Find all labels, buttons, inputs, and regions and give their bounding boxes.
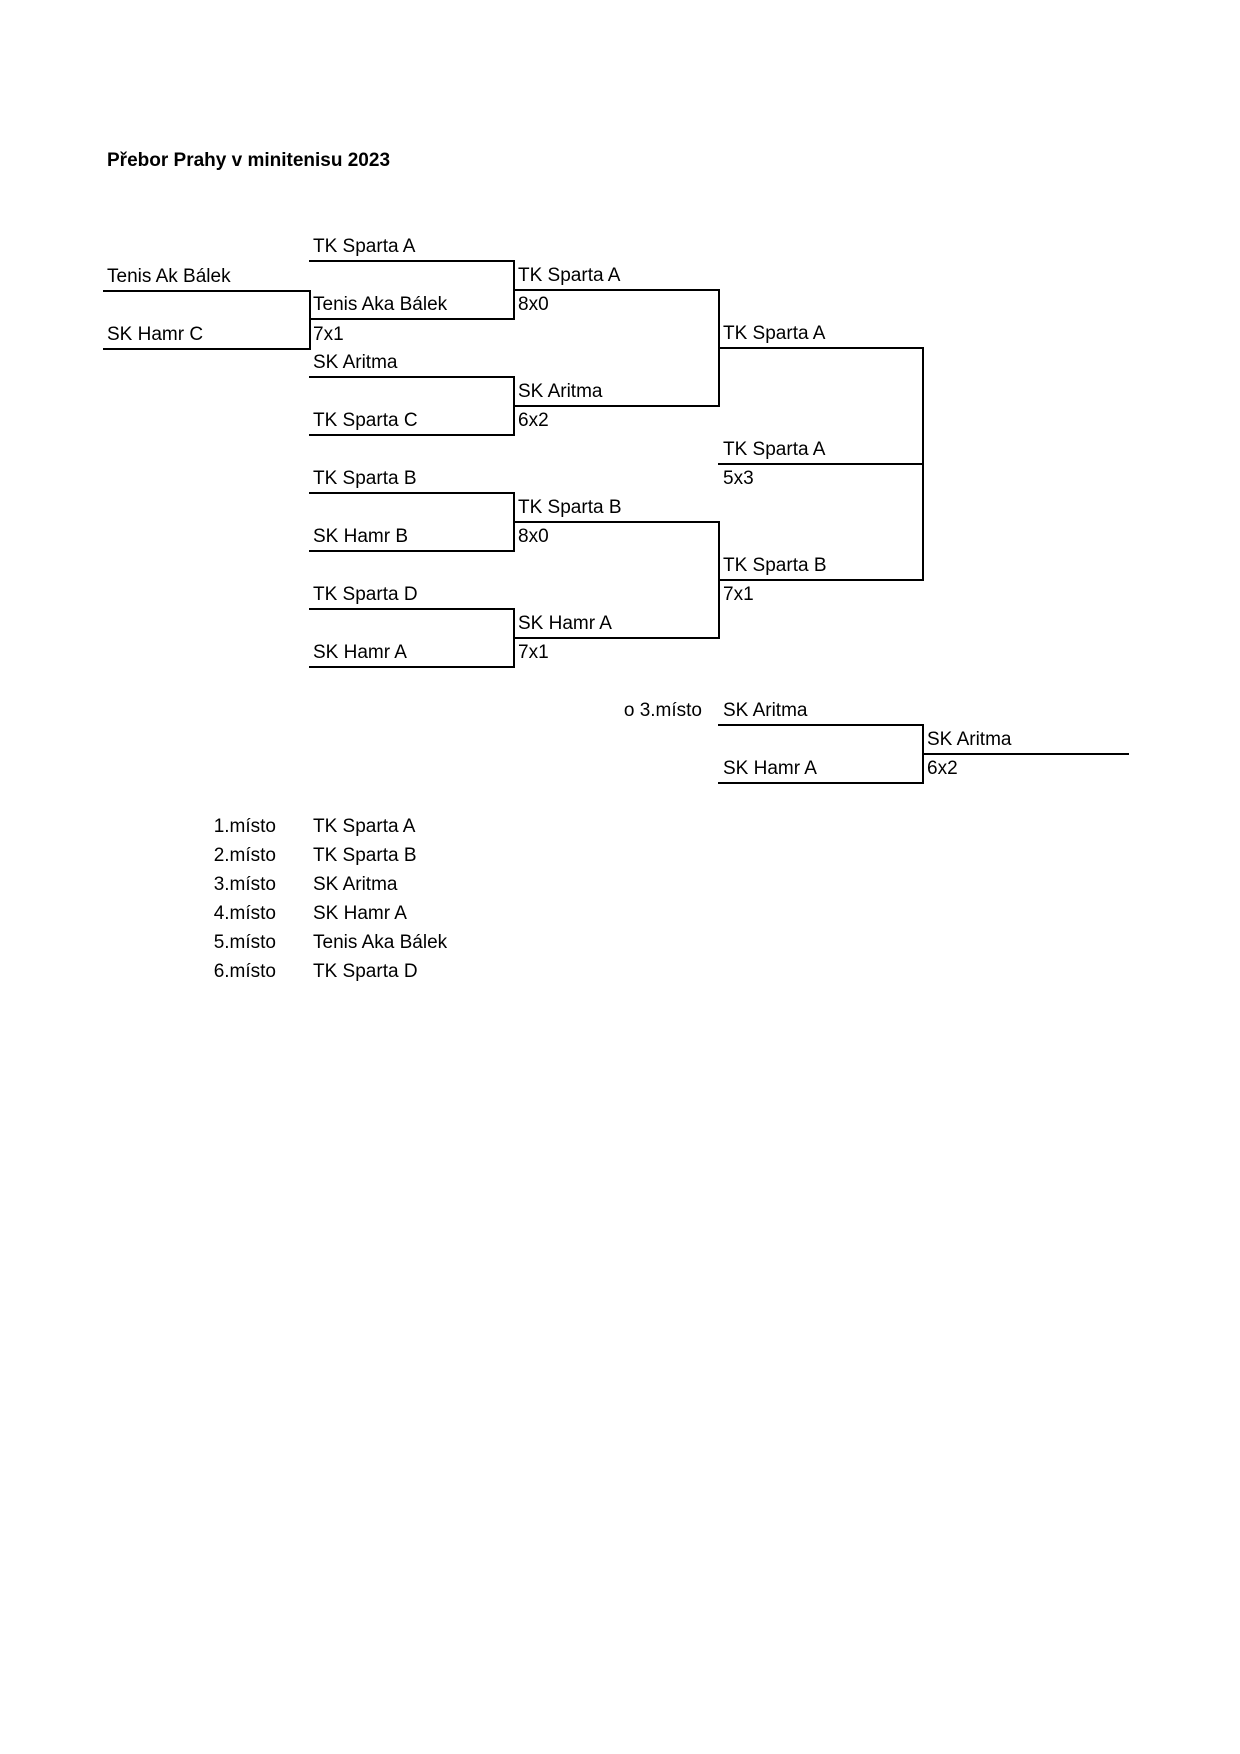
r2-score4: 7x1	[518, 642, 549, 663]
sf-winner2: TK Sparta B	[723, 555, 827, 576]
r2-score2: 6x2	[518, 410, 549, 431]
r2-winner4-line	[513, 637, 720, 639]
r0-team2-line	[103, 348, 311, 350]
r2-winner3: TK Sparta B	[518, 497, 622, 518]
r2-score3: 8x0	[518, 526, 549, 547]
r1-team2: Tenis Aka Bálek	[313, 294, 448, 315]
third-team1: SK Aritma	[723, 700, 808, 721]
r2-winner1: TK Sparta A	[518, 265, 621, 286]
r1-team5-line	[309, 492, 515, 494]
standing-team: Tenis Aka Bálek	[313, 932, 448, 953]
r0-team1: Tenis Ak Bálek	[107, 266, 231, 287]
third-winner-line	[922, 753, 1129, 755]
standing-place: 1.místo	[213, 816, 276, 837]
standing-team: TK Sparta D	[313, 961, 418, 982]
r2-winner3-line	[513, 521, 720, 523]
standing-team: SK Hamr A	[313, 903, 407, 924]
standing-place: 2.místo	[213, 845, 276, 866]
r1-team4-line	[309, 434, 515, 436]
final-winner: TK Sparta A	[723, 439, 826, 460]
third-place-label: o 3.místo	[623, 700, 702, 721]
r1-team2-score: 7x1	[313, 324, 344, 345]
standing-place: 3.místo	[213, 874, 276, 895]
r1-team3-line	[309, 376, 515, 378]
sf-winner2-line	[718, 579, 924, 581]
r1-team8-line	[309, 666, 515, 668]
r1-team2-line	[309, 318, 515, 320]
third-team2-line	[718, 782, 924, 784]
r2-winner4: SK Hamr A	[518, 613, 612, 634]
third-team2: SK Hamr A	[723, 758, 817, 779]
sf-score2: 7x1	[723, 584, 754, 605]
r1-team6-line	[309, 550, 515, 552]
r2-winner2-line	[513, 405, 720, 407]
r1-team5: TK Sparta B	[313, 468, 417, 489]
r1-team4: TK Sparta C	[313, 410, 418, 431]
standing-place: 4.místo	[213, 903, 276, 924]
third-score: 6x2	[927, 758, 958, 779]
standing-place: 6.místo	[213, 961, 276, 982]
final-winner-line	[718, 463, 924, 465]
third-team1-line	[718, 724, 924, 726]
r1-team7: TK Sparta D	[313, 584, 418, 605]
standing-team: TK Sparta A	[313, 816, 416, 837]
r1-team1-line	[309, 260, 515, 262]
r1-team3: SK Aritma	[313, 352, 398, 373]
standing-team: TK Sparta B	[313, 845, 417, 866]
third-winner: SK Aritma	[927, 729, 1012, 750]
r0-team1-line	[103, 290, 311, 292]
r1-team8: SK Hamr A	[313, 642, 407, 663]
r2-winner1-line	[513, 289, 720, 291]
sf-winner1: TK Sparta A	[723, 323, 826, 344]
standing-place: 5.místo	[213, 932, 276, 953]
r2-score1: 8x0	[518, 294, 549, 315]
final-score: 5x3	[723, 468, 754, 489]
r2-winner2: SK Aritma	[518, 381, 603, 402]
r0-connector	[309, 290, 311, 350]
r1-team1: TK Sparta A	[313, 236, 416, 257]
page-title: Přebor Prahy v minitenisu 2023	[107, 150, 391, 171]
standing-team: SK Aritma	[313, 874, 398, 895]
sf-winner1-line	[718, 347, 924, 349]
r0-team2: SK Hamr C	[107, 324, 204, 345]
r1-team7-line	[309, 608, 515, 610]
r1-team6: SK Hamr B	[313, 526, 409, 547]
